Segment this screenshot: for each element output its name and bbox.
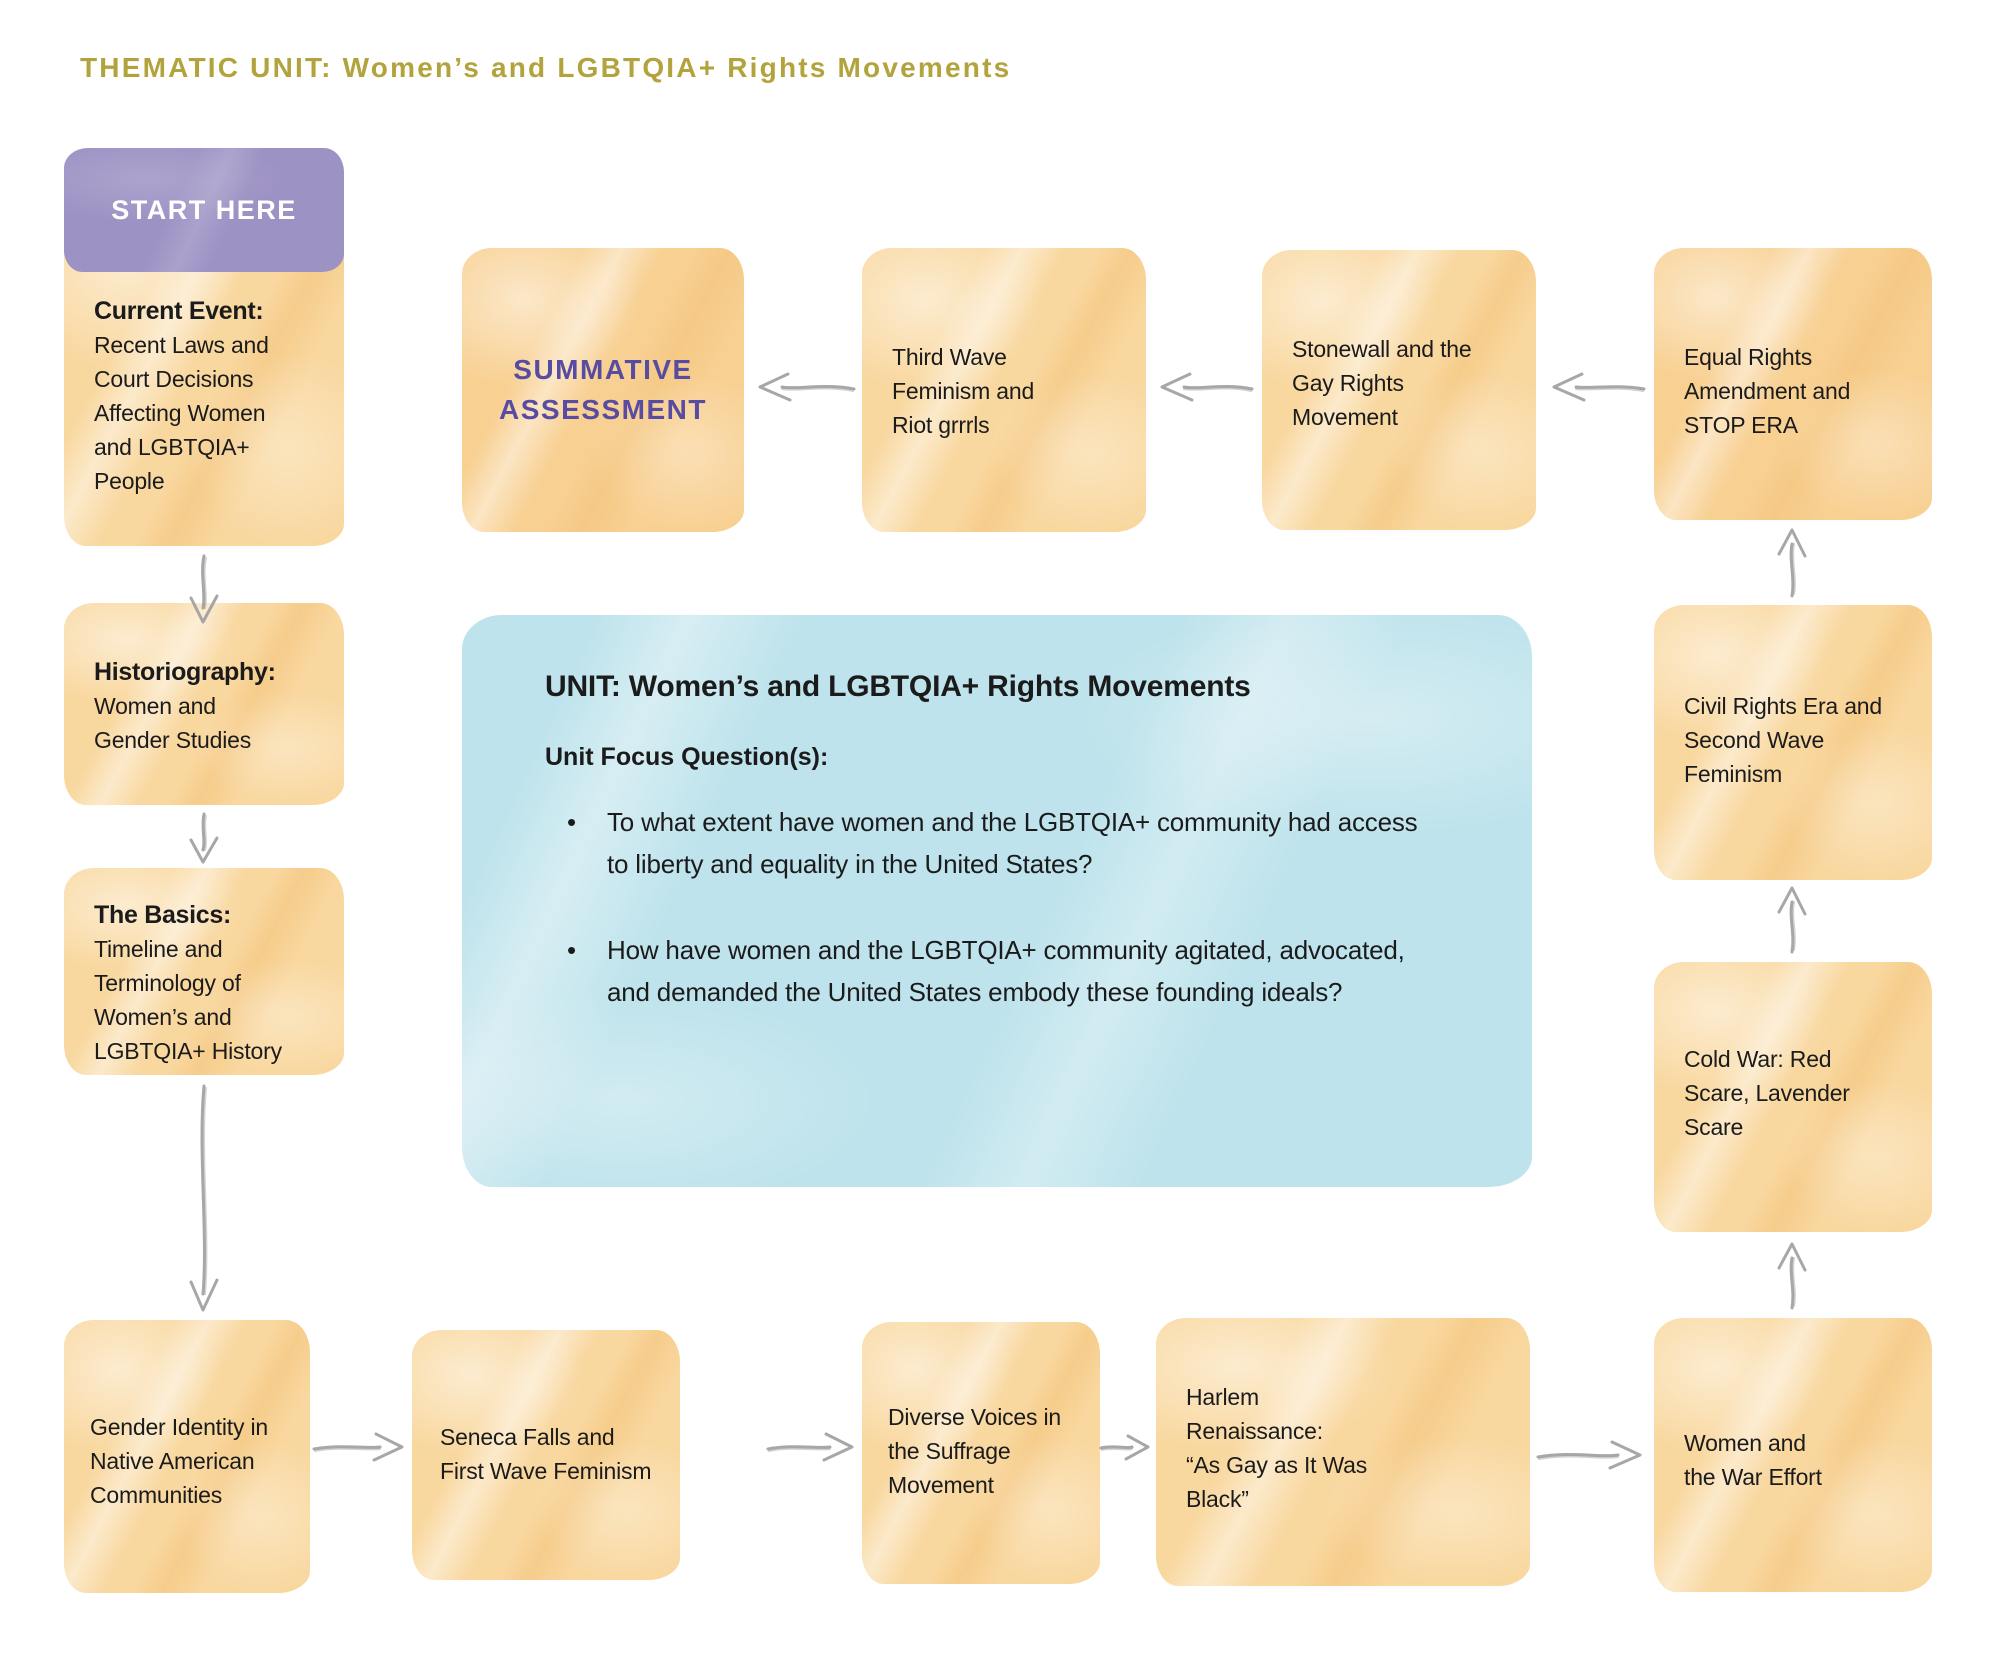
start-here-badge: START HERE xyxy=(64,148,344,272)
node-body: Seneca Falls and First Wave Feminism xyxy=(440,1424,652,1484)
node-body: Harlem Renaissance: “As Gay as It Was Bl… xyxy=(1186,1384,1368,1512)
node-lead: Current Event: xyxy=(94,297,264,325)
flow-arrow-right-icon xyxy=(1098,1428,1152,1466)
node-equal-rights: Equal Rights Amendment and STOP ERA xyxy=(1654,248,1932,520)
flow-arrow-left-icon xyxy=(746,368,858,406)
unit-title: UNIT: Women’s and LGBTQIA+ Rights Moveme… xyxy=(545,670,1251,703)
flow-arrow-left-icon xyxy=(1150,368,1256,406)
node-harlem-renaissance: Harlem Renaissance: “As Gay as It Was Bl… xyxy=(1156,1318,1530,1586)
node-civil-rights: Civil Rights Era and Second Wave Feminis… xyxy=(1654,605,1932,880)
flow-arrow-down-icon xyxy=(184,552,224,626)
flow-arrow-up-icon xyxy=(1772,526,1812,600)
node-body: Cold War: Red Scare, Lavender Scare xyxy=(1684,1046,1850,1140)
focus-question: To what extent have women and the LGBTQI… xyxy=(545,801,1482,885)
node-body: Timeline and Terminology of Women’s and … xyxy=(94,936,282,1064)
summative-label: SUMMATIVE ASSESSMENT xyxy=(499,354,707,425)
flow-arrow-right-icon xyxy=(1534,1436,1646,1474)
flow-arrow-left-icon xyxy=(1544,368,1648,406)
node-body: Equal Rights Amendment and STOP ERA xyxy=(1684,344,1851,438)
node-body: Women and Gender Studies xyxy=(94,693,252,753)
focus-question: How have women and the LGBTQIA+ communit… xyxy=(545,929,1482,1013)
node-body: Third Wave Feminism and Riot grrrls xyxy=(892,344,1035,438)
node-summative-assessment: SUMMATIVE ASSESSMENT xyxy=(462,248,744,532)
unit-focus-panel: UNIT: Women’s and LGBTQIA+ Rights Moveme… xyxy=(462,615,1532,1187)
page-title: THEMATIC UNIT: Women’s and LGBTQIA+ Righ… xyxy=(80,52,1012,83)
node-lead: Historiography: xyxy=(94,658,276,686)
node-body: Women and the War Effort xyxy=(1684,1430,1822,1490)
node-the-basics: The Basics: Timeline and Terminology of W… xyxy=(64,868,344,1075)
node-cold-war: Cold War: Red Scare, Lavender Scare xyxy=(1654,962,1932,1232)
node-body: Gender Identity in Native American Commu… xyxy=(90,1414,268,1508)
node-lead: The Basics: xyxy=(94,901,232,929)
node-third-wave: Third Wave Feminism and Riot grrrls xyxy=(862,248,1146,532)
flow-arrow-right-icon xyxy=(764,1428,856,1466)
node-historiography: Historiography: Women and Gender Studies xyxy=(64,603,344,805)
flow-arrow-down-icon xyxy=(184,1082,224,1314)
flow-arrow-up-icon xyxy=(1772,884,1812,956)
node-seneca-falls: Seneca Falls and First Wave Feminism xyxy=(412,1330,680,1580)
flow-arrow-right-icon xyxy=(310,1428,406,1466)
focus-question-list: To what extent have women and the LGBTQI… xyxy=(545,801,1482,1057)
node-body: Recent Laws and Court Decisions Affectin… xyxy=(94,332,269,494)
node-stonewall: Stonewall and the Gay Rights Movement xyxy=(1262,250,1536,530)
flow-arrow-up-icon xyxy=(1772,1240,1812,1312)
node-body: Stonewall and the Gay Rights Movement xyxy=(1292,336,1472,430)
node-gender-identity: Gender Identity in Native American Commu… xyxy=(64,1320,310,1593)
unit-subtitle: Unit Focus Question(s): xyxy=(545,743,829,771)
node-body: Diverse Voices in the Suffrage Movement xyxy=(888,1404,1062,1498)
start-here-label: START HERE xyxy=(111,194,297,225)
node-diverse-voices: Diverse Voices in the Suffrage Movement xyxy=(862,1322,1100,1584)
node-women-war-effort: Women and the War Effort xyxy=(1654,1318,1932,1592)
flow-arrow-down-icon xyxy=(184,810,224,866)
node-body: Civil Rights Era and Second Wave Feminis… xyxy=(1684,693,1882,787)
